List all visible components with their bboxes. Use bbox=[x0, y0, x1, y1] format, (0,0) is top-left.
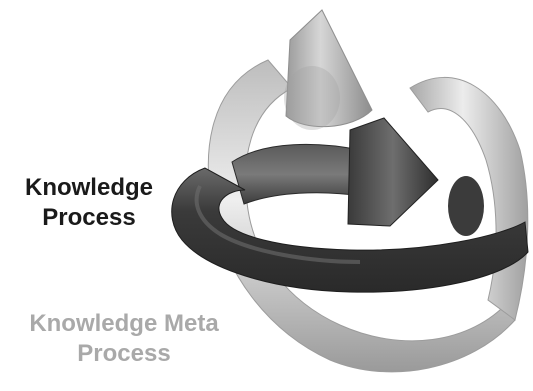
process-ring-arrowhead bbox=[348, 118, 438, 226]
knowledge-meta-process-label: Knowledge Meta Process bbox=[0, 309, 248, 369]
knowledge-meta-process-label-line2: Process bbox=[0, 339, 248, 369]
process-ring-right-knob bbox=[448, 176, 484, 236]
meta-ring-arrowhead-base bbox=[284, 66, 340, 130]
process-ring-upper-arc bbox=[232, 144, 362, 204]
knowledge-process-label: Knowledge Process bbox=[0, 173, 178, 233]
knowledge-process-label-line1: Knowledge bbox=[0, 173, 178, 203]
knowledge-process-label-line2: Process bbox=[0, 203, 178, 233]
knowledge-meta-process-label-line1: Knowledge Meta bbox=[0, 309, 248, 339]
